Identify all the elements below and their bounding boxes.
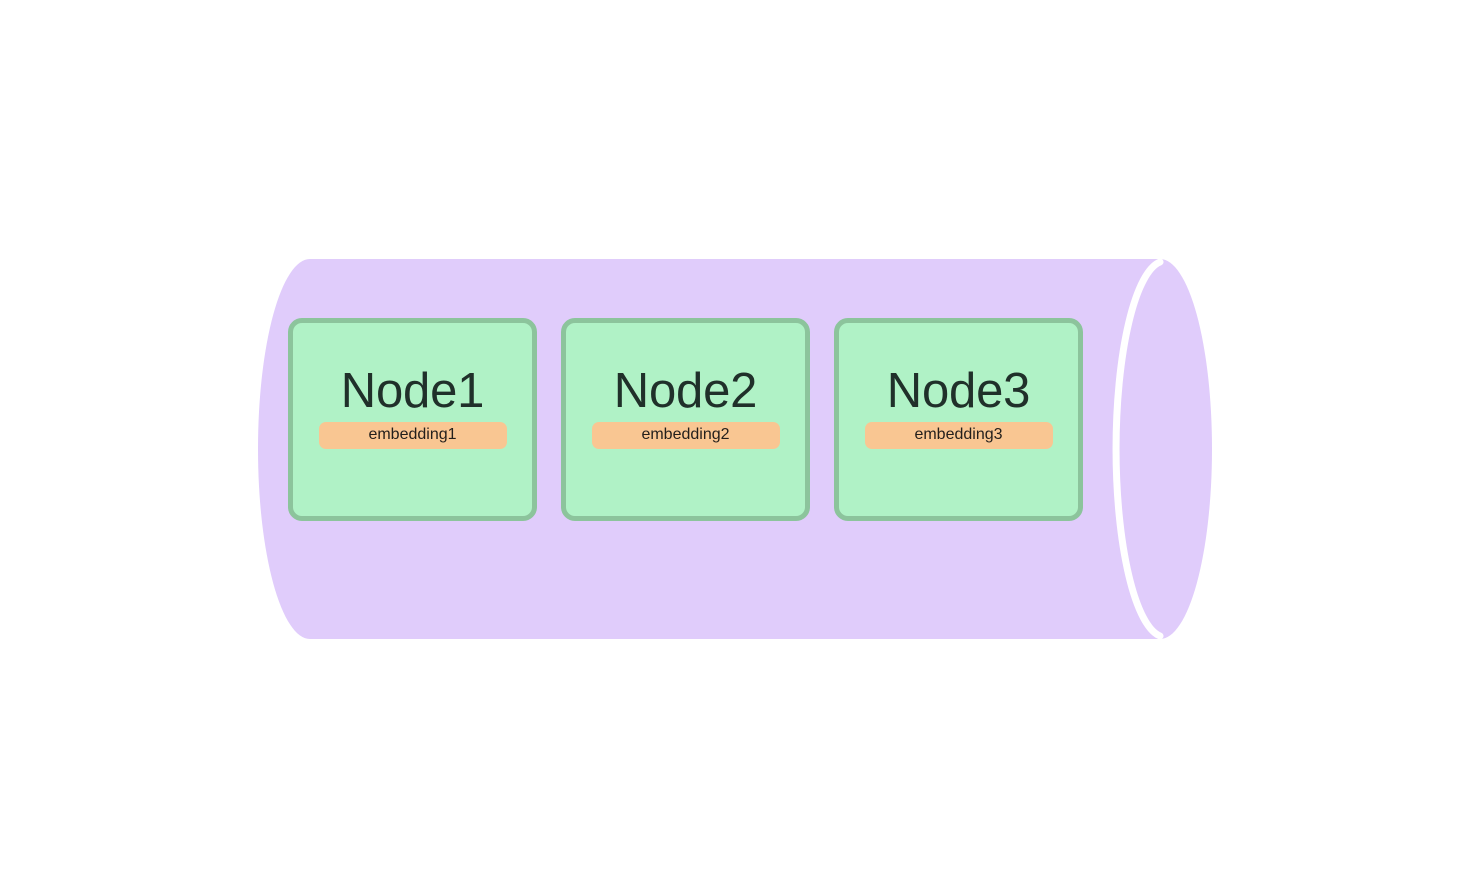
node-card-node2[interactable]: Node2 embedding2: [561, 318, 810, 521]
node-title: Node3: [886, 363, 1031, 418]
nodes-row: Node1 embedding1 Node2 embedding2 Node3 …: [288, 318, 1083, 521]
node-title: Node1: [340, 363, 485, 418]
node-embedding-badge: embedding2: [591, 421, 780, 449]
node-embedding-badge: embedding1: [318, 421, 507, 449]
node-title: Node2: [613, 363, 758, 418]
node-card-node1[interactable]: Node1 embedding1: [288, 318, 537, 521]
node-embedding-badge: embedding3: [864, 421, 1053, 449]
node-card-node3[interactable]: Node3 embedding3: [834, 318, 1083, 521]
cylinder-cap-arc: [1112, 258, 1164, 640]
